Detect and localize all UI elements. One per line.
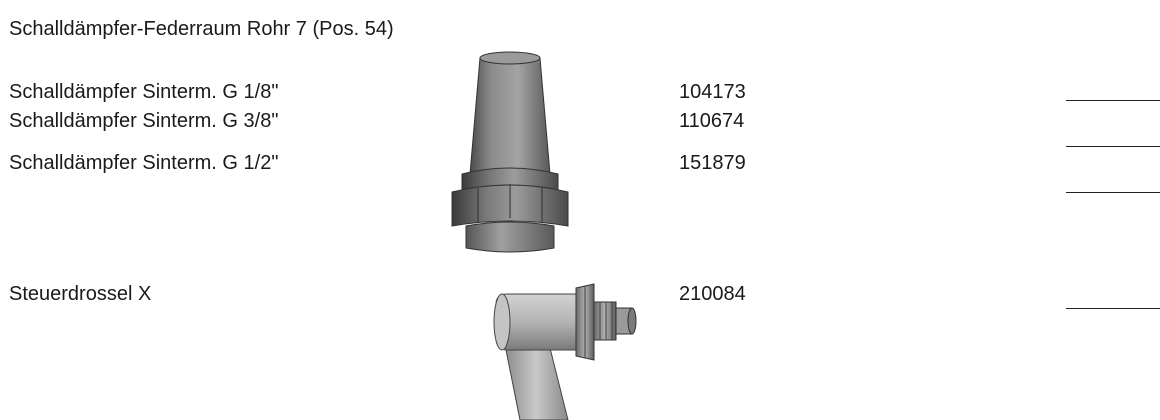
item-name-4: Steuerdrossel X — [9, 283, 152, 305]
section-title: Schalldämpfer-Federraum Rohr 7 (Pos. 54) — [9, 18, 394, 40]
item-number-3: 151879 — [679, 152, 746, 174]
order-line-3 — [1066, 192, 1160, 193]
order-line-2 — [1066, 146, 1160, 147]
item-number-2: 110674 — [679, 110, 745, 132]
item-name-3: Schalldämpfer Sinterm. G 1/2" — [9, 152, 279, 174]
item-number-1: 104173 — [679, 81, 746, 103]
order-line-4 — [1066, 308, 1160, 309]
item-name-1: Schalldämpfer Sinterm. G 1/8" — [9, 81, 279, 103]
item-number-4: 210084 — [679, 283, 746, 305]
silencer-drawing — [451, 51, 569, 253]
item-name-2: Schalldämpfer Sinterm. G 3/8" — [9, 110, 279, 132]
order-line-1 — [1066, 100, 1160, 101]
throttle-valve-drawing — [493, 283, 637, 420]
